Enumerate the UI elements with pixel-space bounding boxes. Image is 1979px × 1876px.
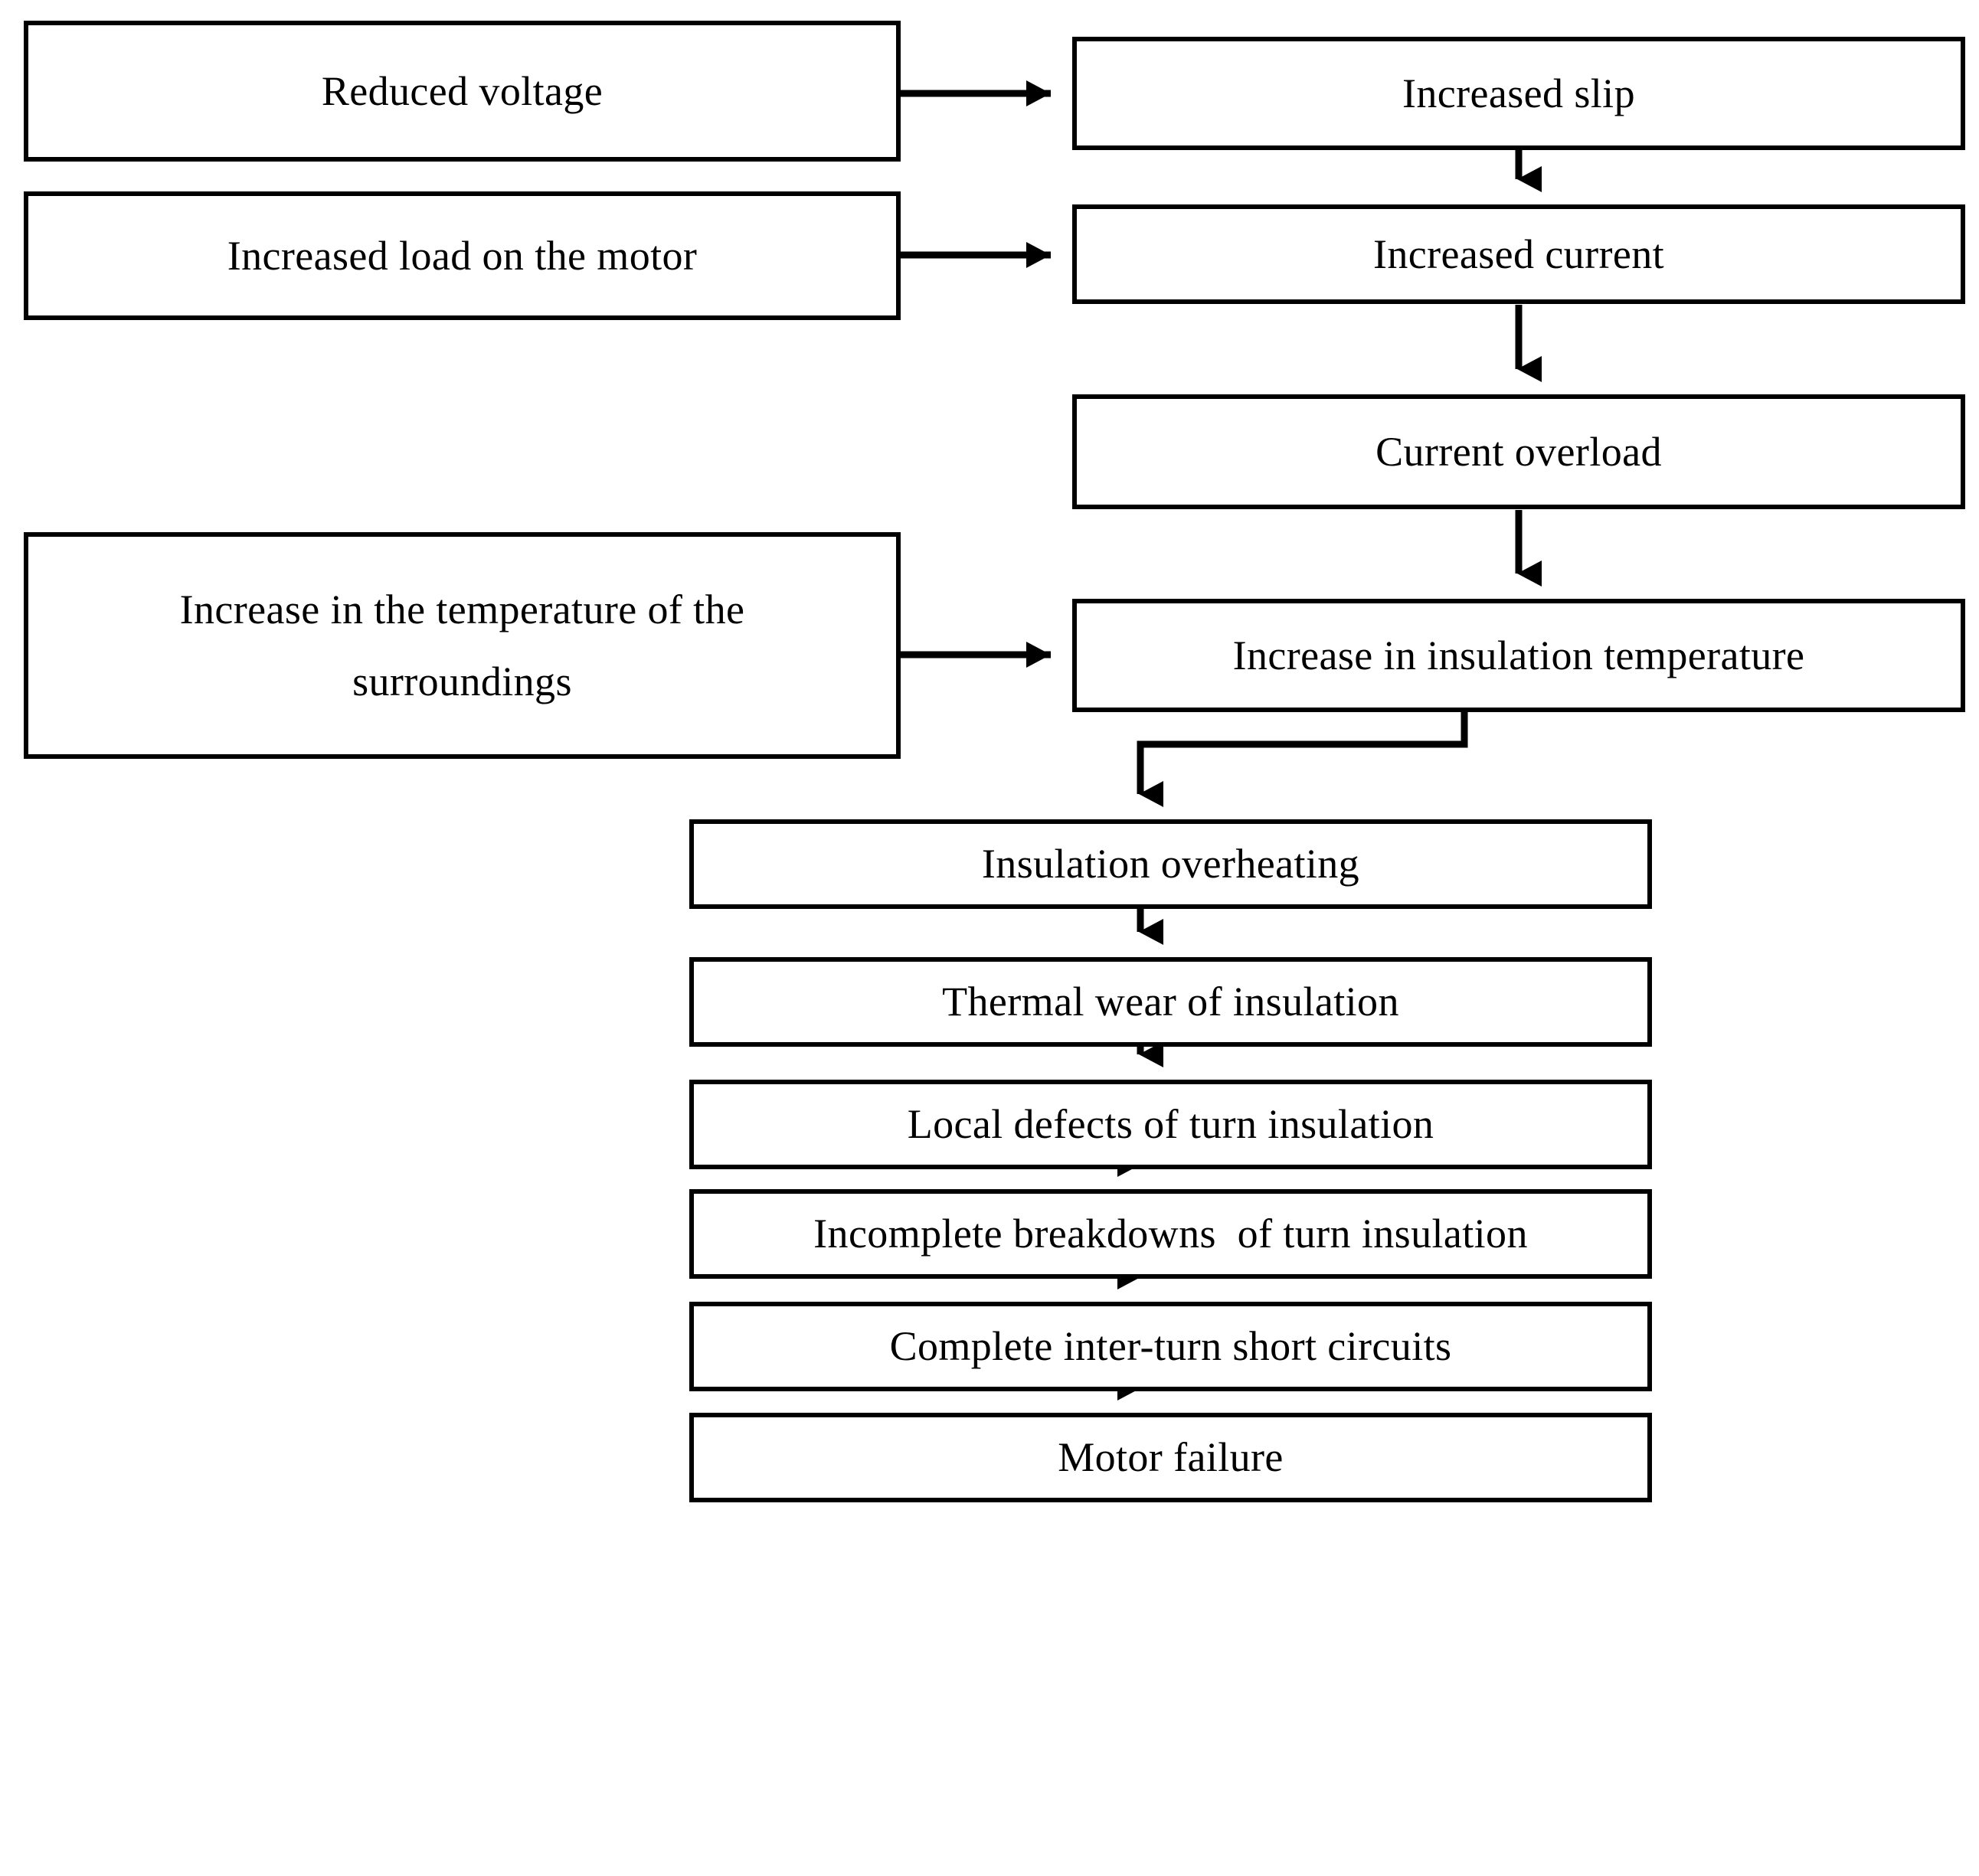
node-increased-load-on-the-motor[interactable]: Increased load on the motor [24, 191, 901, 320]
node-insulation-overheating[interactable]: Insulation overheating [689, 819, 1652, 909]
node-local-defects-of-turn-insulation[interactable]: Local defects of turn insulation [689, 1080, 1652, 1169]
node-label-complete-inter-turn-short-circuits: Complete inter-turn short circuits [889, 1323, 1452, 1370]
node-label-thermal-wear-of-insulation: Thermal wear of insulation [942, 979, 1399, 1025]
node-label-increase-in-insulation-temperature: Increase in insulation temperature [1232, 632, 1805, 678]
node-complete-inter-turn-short-circuits[interactable]: Complete inter-turn short circuits [689, 1302, 1652, 1391]
node-label-current-overload: Current overload [1375, 428, 1662, 475]
node-current-overload[interactable]: Current overload [1072, 394, 1965, 509]
node-increase-in-temperature-of-surroundings[interactable]: Increase in the temperature of the surro… [24, 532, 901, 759]
node-reduced-voltage[interactable]: Reduced voltage [24, 21, 901, 162]
node-label-increased-slip: Increased slip [1402, 70, 1635, 116]
node-increase-in-insulation-temperature[interactable]: Increase in insulation temperature [1072, 599, 1965, 712]
node-label-insulation-overheating: Insulation overheating [981, 841, 1360, 887]
node-motor-failure[interactable]: Motor failure [689, 1413, 1652, 1502]
node-label-incomplete-breakdowns-of-turn-insulation: Incomplete breakdowns of turn insulation [813, 1211, 1528, 1257]
node-label-reduced-voltage: Reduced voltage [321, 67, 604, 114]
node-label-motor-failure: Motor failure [1058, 1434, 1284, 1481]
node-label-local-defects-of-turn-insulation: Local defects of turn insulation [907, 1101, 1434, 1148]
node-incomplete-breakdowns-of-turn-insulation[interactable]: Incomplete breakdowns of turn insulation [689, 1189, 1652, 1279]
node-increased-slip[interactable]: Increased slip [1072, 37, 1965, 150]
node-label-increased-current: Increased current [1372, 230, 1665, 277]
node-label-increase-in-temperature-of-surroundings: Increase in the temperature of the surro… [179, 586, 745, 705]
node-increased-current[interactable]: Increased current [1072, 204, 1965, 304]
node-label-increased-load-on-the-motor: Increased load on the motor [227, 232, 698, 279]
node-thermal-wear-of-insulation[interactable]: Thermal wear of insulation [689, 957, 1652, 1047]
edge-insulation-temperature-to-insulation-overheating [1137, 712, 1468, 807]
